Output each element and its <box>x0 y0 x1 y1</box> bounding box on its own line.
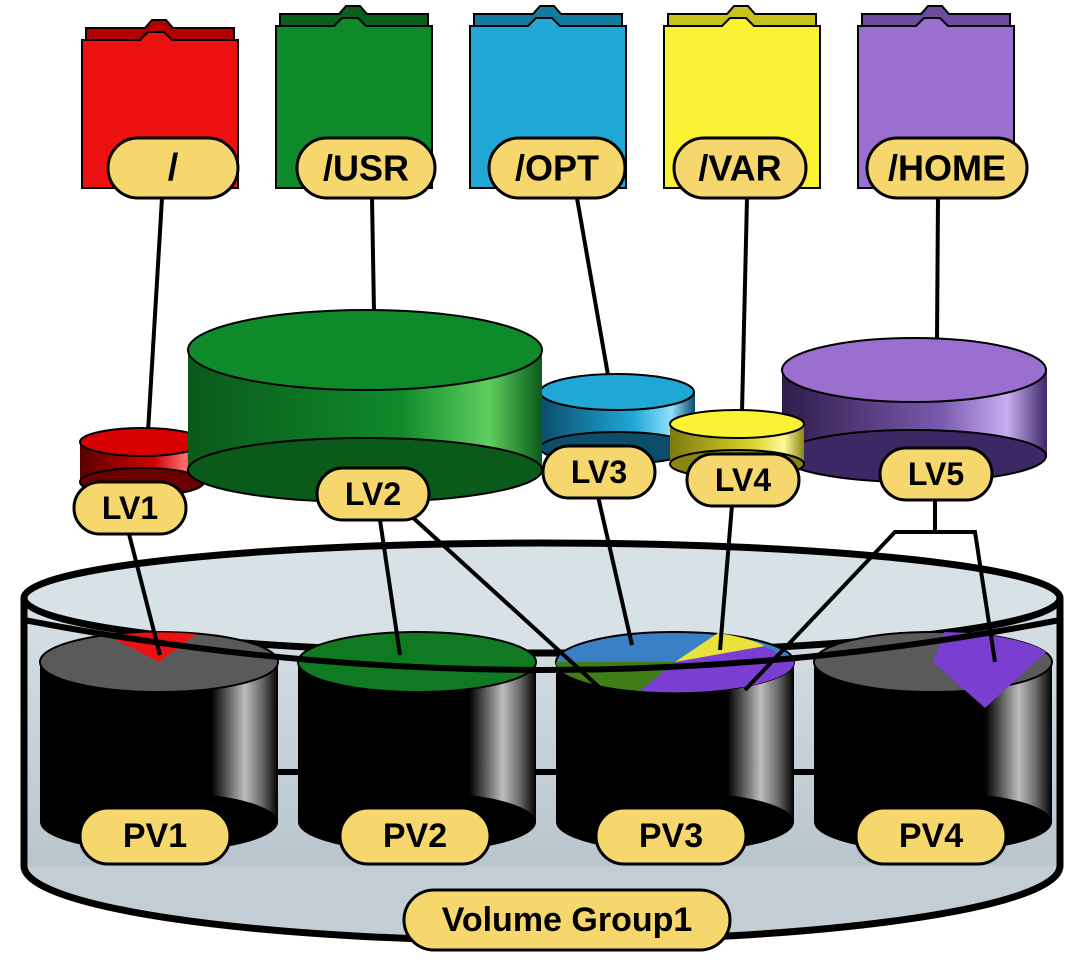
lv1-label-text: LV1 <box>102 490 158 526</box>
folder-label-root-text: / <box>168 147 179 189</box>
pv1-label-text: PV1 <box>123 817 187 855</box>
lv5-label-text: LV5 <box>908 456 964 492</box>
pv4-label-text: PV4 <box>899 817 963 855</box>
folder-label-home: /HOME <box>865 136 1029 200</box>
lv3-label: LV3 <box>541 444 657 500</box>
pv2-lv2-slice <box>297 631 537 693</box>
volume-group-label: Volume Group1 <box>402 888 732 952</box>
tray-front-rim <box>23 617 1061 673</box>
volume-group-label-text: Volume Group1 <box>442 901 693 939</box>
lv1-label: LV1 <box>72 480 188 536</box>
folder-lv-connectors <box>146 197 940 433</box>
pv4-label: PV4 <box>854 806 1008 866</box>
lv2-cylinder <box>187 309 543 503</box>
folder-label-home-text: /HOME <box>888 148 1006 189</box>
lv4-label-text: LV4 <box>715 462 772 498</box>
lv3-label-text: LV3 <box>571 454 627 490</box>
folder-label-usr-text: /USR <box>323 148 409 189</box>
folder-label-var-text: /VAR <box>698 148 781 189</box>
pv3-disk <box>555 631 795 852</box>
folder-label-var: /VAR <box>672 136 808 200</box>
folder-label-opt: /OPT <box>487 136 627 200</box>
pv2-label-text: PV2 <box>383 817 447 855</box>
lv2-label: LV2 <box>315 466 431 522</box>
pv3-label-text: PV3 <box>639 817 703 855</box>
pv4-lv5-slice <box>933 632 1046 708</box>
folder-label-root: / <box>106 136 240 200</box>
pv2-label: PV2 <box>338 806 492 866</box>
lv5-label: LV5 <box>878 446 994 502</box>
lv-pv-connectors <box>126 491 997 692</box>
lv2-label-text: LV2 <box>345 476 401 512</box>
folder-label-usr: /USR <box>295 136 437 200</box>
lv4-label: LV4 <box>685 452 801 508</box>
pv3-label: PV3 <box>594 806 748 866</box>
folder-label-opt-text: /OPT <box>515 148 599 189</box>
pv1-label: PV1 <box>78 806 232 866</box>
